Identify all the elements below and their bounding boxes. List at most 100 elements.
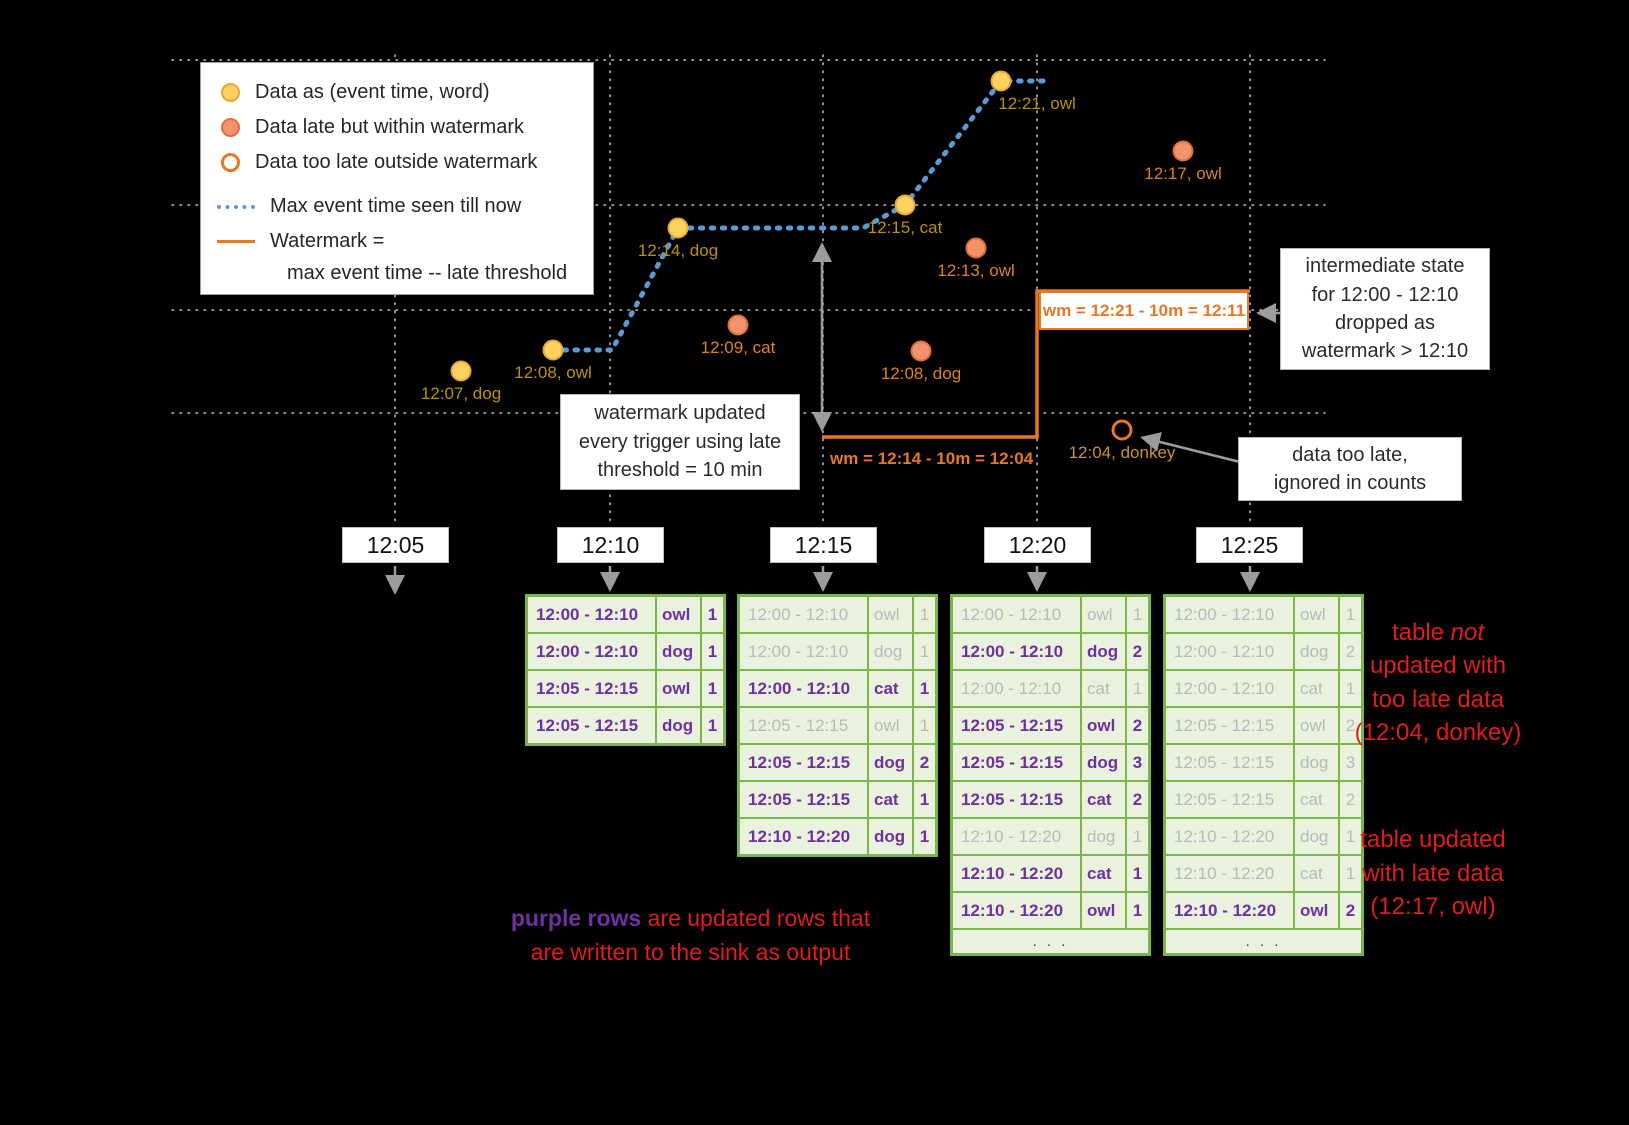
tick-12-20: 12:20 [984,527,1091,563]
cell-count: 2 [1338,780,1364,819]
cell-count: 1 [1338,854,1364,893]
note-purple-rows: purple rows are updated rows that are wr… [468,866,913,970]
cell-word: cat [867,669,914,708]
cell-count: 1 [912,706,938,745]
dotted-line-icon [217,204,255,209]
cell-window: 12:05 - 12:15 [737,780,869,819]
legend-watermark-formula: max event time -- late threshold [287,262,568,284]
tick-12-10: 12:10 [557,527,664,563]
cell-count: 1 [1338,817,1364,856]
result-row-ellipsis: . . . [1163,928,1364,956]
cell-word: owl [655,594,702,634]
cell-count: 2 [1338,891,1364,930]
cell-count: 3 [1125,743,1151,782]
cell-window: 12:00 - 12:10 [950,632,1082,671]
cell-word: dog [1293,817,1340,856]
cell-word: cat [1293,780,1340,819]
cell-word: owl [1080,706,1127,745]
cell-word: owl [1293,706,1340,745]
callout-intermediate-state: intermediate state for 12:00 - 12:10 dro… [1280,248,1490,370]
cell-window: 12:10 - 12:20 [950,817,1082,856]
cell-window: 12:10 - 12:20 [1163,854,1295,893]
note-text: table [1391,618,1451,646]
cell-word: dog [655,632,702,671]
cell-word: owl [1293,891,1340,930]
watermark-label-2: wm = 12:21 - 10m = 12:11 [1039,291,1249,330]
ontime-dot-icon [542,339,564,361]
cell-word: dog [867,632,914,671]
cell-word: dog [1293,632,1340,671]
cell-word: owl [867,706,914,745]
cell-window: 12:10 - 12:20 [1163,891,1295,930]
cell-window: 12:05 - 12:15 [525,706,657,746]
cell-count: 1 [1125,669,1151,708]
cell-word: cat [1293,854,1340,893]
legend-item-max-event-line: Max event time seen till now [217,189,577,224]
cell-count: 1 [912,780,938,819]
event-point-label: 12:15, cat [867,218,943,237]
late-dot-icon [910,340,932,362]
cell-count: 2 [1125,632,1151,671]
cell-window: 12:00 - 12:10 [525,594,657,634]
cell-count: 1 [1338,594,1364,634]
cell-window: 12:10 - 12:20 [1163,817,1295,856]
cell-window: 12:05 - 12:15 [950,780,1082,819]
ontime-dot-icon [667,217,689,239]
cell-count: 1 [912,632,938,671]
cell-count: 1 [1125,854,1151,893]
cell-ellipsis: . . . [950,928,1151,956]
cell-window: 12:00 - 12:10 [950,594,1082,634]
late-dot-icon [1172,140,1194,162]
result-row-ellipsis: . . . [950,928,1151,956]
cell-window: 12:05 - 12:15 [950,706,1082,745]
cell-word: owl [1293,594,1340,634]
cell-word: cat [1080,780,1127,819]
cell-window: 12:00 - 12:10 [1163,669,1295,708]
note-text: updated with too late data (12:04, donke… [1354,652,1522,747]
cell-window: 12:05 - 12:15 [950,743,1082,782]
legend: Data as (event time, word) Data late but… [200,62,594,295]
cell-window: 12:10 - 12:20 [950,854,1082,893]
callout-too-late: data too late, ignored in counts [1238,437,1462,501]
cell-window: 12:05 - 12:15 [525,669,657,708]
cell-count: 1 [1338,669,1364,708]
cell-window: 12:10 - 12:20 [737,817,869,857]
watermark-label-1: wm = 12:14 - 10m = 12:04 [830,449,1034,468]
toolate-callout-arrow [1140,432,1245,465]
tick-12-05: 12:05 [342,527,449,563]
cell-word: owl [1080,891,1127,930]
cell-word: dog [867,817,914,857]
cell-word: dog [1080,817,1127,856]
cell-word: owl [867,594,914,634]
cell-window: 12:00 - 12:10 [1163,632,1295,671]
cell-window: 12:00 - 12:10 [737,594,869,634]
legend-item-late: Data late but within watermark [217,110,577,145]
cell-window: 12:05 - 12:15 [737,743,869,782]
cell-window: 12:05 - 12:15 [737,706,869,745]
legend-label: Max event time seen till now [270,195,522,217]
cell-window: 12:05 - 12:15 [1163,743,1295,782]
cell-count: 2 [1338,632,1364,671]
cell-window: 12:00 - 12:10 [525,632,657,671]
legend-item-ontime: Data as (event time, word) [217,75,577,110]
note-not-updated: table not updated with too late data (12… [1338,582,1538,750]
